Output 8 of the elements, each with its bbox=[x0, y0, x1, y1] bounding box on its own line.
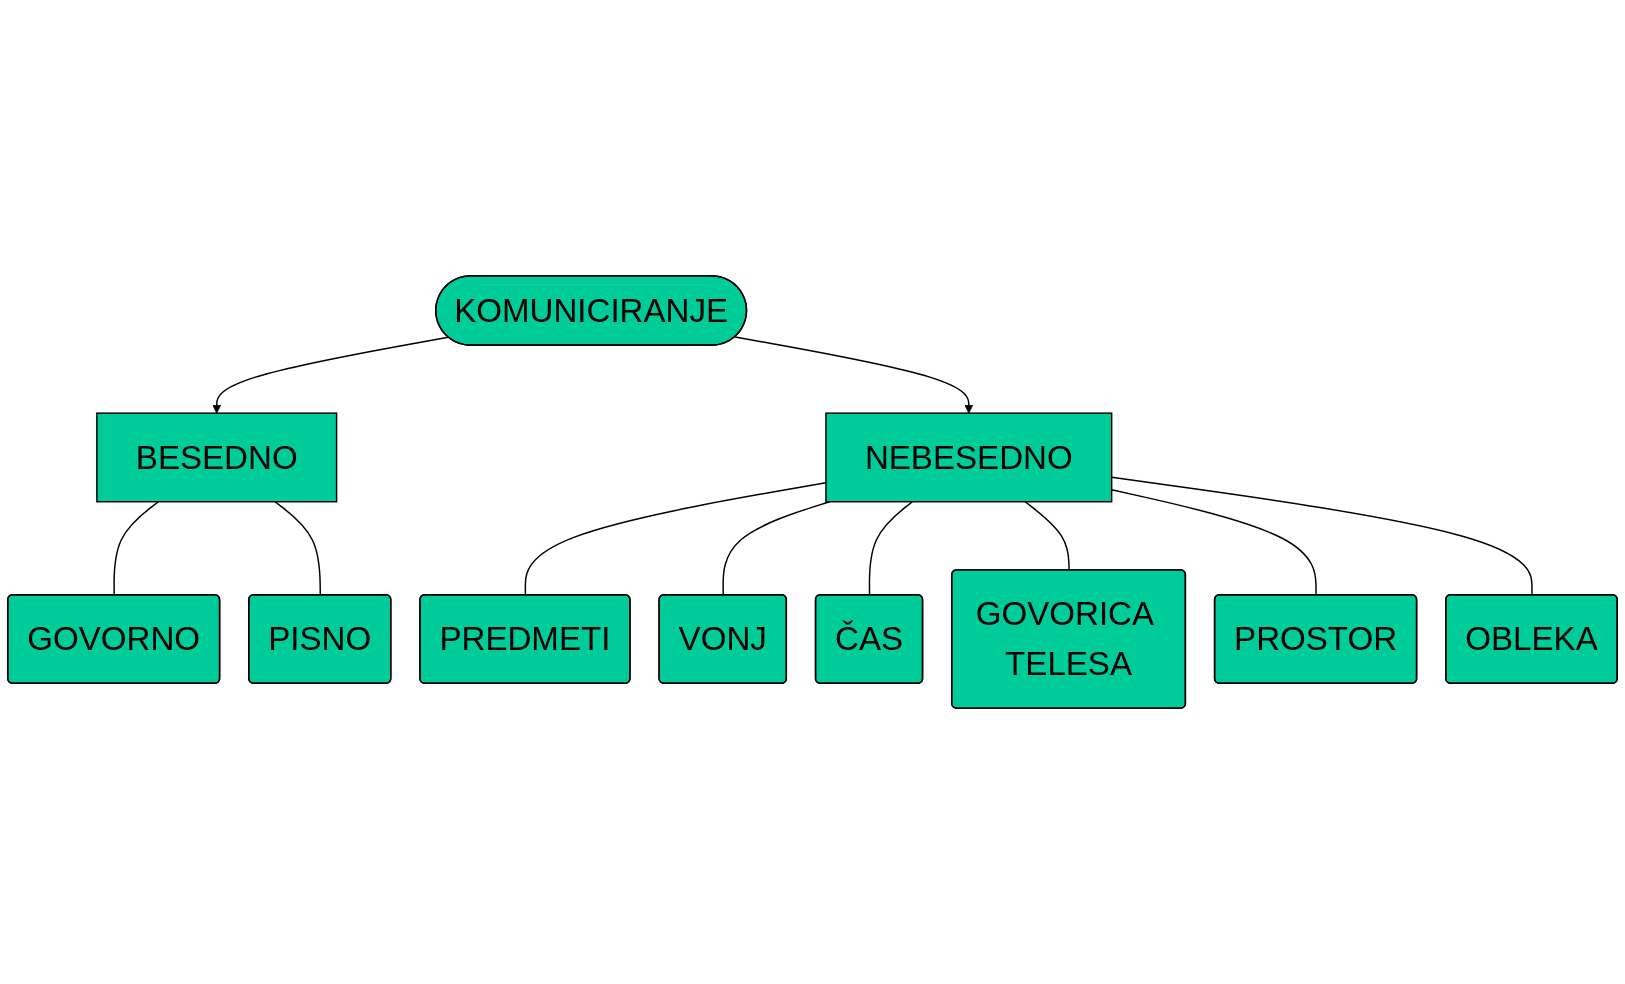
arrow bbox=[212, 336, 450, 414]
node-box: NEBESEDNO bbox=[825, 412, 1113, 503]
node-box: BESEDNO bbox=[96, 412, 338, 503]
arrow bbox=[734, 336, 974, 414]
connector bbox=[113, 501, 160, 596]
connector bbox=[722, 501, 831, 596]
connector bbox=[274, 501, 321, 596]
connector bbox=[868, 501, 914, 596]
